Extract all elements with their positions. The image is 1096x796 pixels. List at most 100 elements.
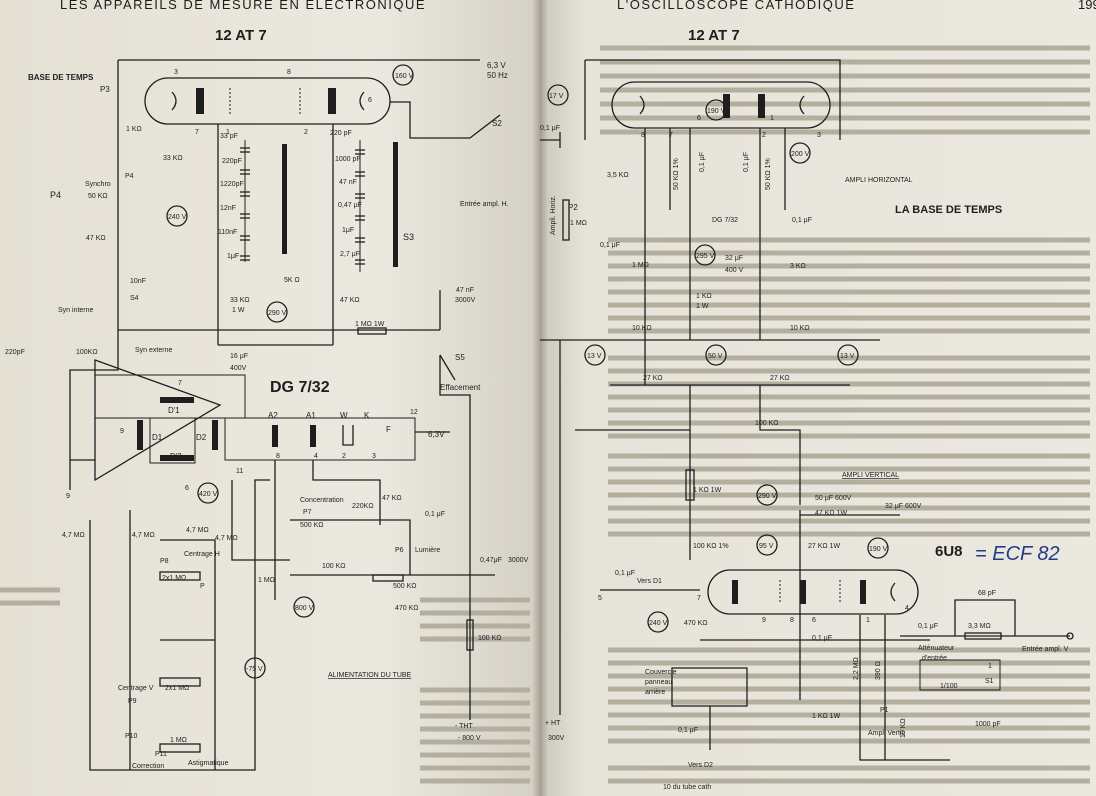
- component-label: P4: [125, 173, 134, 180]
- component-label: 470 KΩ: [684, 620, 708, 627]
- voltage-label: 295 V: [696, 253, 715, 260]
- supply-voltage-label: 6,3 V: [487, 61, 506, 70]
- electrode-label: A1: [306, 411, 316, 420]
- component-label: 3,3 MΩ: [968, 623, 991, 630]
- component-label: Vers D1: [637, 578, 662, 585]
- switch-s2: [469, 114, 501, 139]
- component-label: 3000V: [455, 297, 476, 304]
- pin-label: 1: [226, 129, 230, 136]
- component-label: 0,1 μF: [918, 623, 938, 630]
- component-label: 1 KΩ: [696, 293, 712, 300]
- switch-label: S2: [492, 119, 502, 128]
- component-label: 50 μF 600V: [815, 495, 852, 502]
- component-label: Astigmatique: [188, 760, 229, 767]
- deflection-plate: [160, 397, 194, 403]
- wire: [290, 519, 411, 575]
- component-label: 390 Ω: [875, 661, 882, 680]
- pin-label: 1: [866, 617, 870, 624]
- pin-label: 2: [304, 129, 308, 136]
- component-label: 33 pF: [220, 133, 238, 140]
- component-label: 47 nF: [456, 287, 474, 294]
- pin-label: 1: [770, 115, 774, 122]
- tube-plate: [196, 88, 204, 114]
- component-label: S1: [985, 678, 994, 685]
- component-label: DG 7/32: [712, 217, 738, 224]
- component-label: 47 KΩ: [340, 297, 360, 304]
- component-label: 47 KΩ: [86, 235, 106, 242]
- component-label: 2x1 MΩ: [162, 575, 186, 582]
- voltage-label: 13 V: [840, 353, 855, 360]
- component-label: 1μF: [227, 253, 239, 260]
- component-label: Concentration: [300, 497, 344, 504]
- component-label: 0,47μF: [480, 557, 502, 564]
- pin-label: 12: [410, 409, 418, 416]
- component-label: 10 KΩ: [900, 718, 907, 738]
- component-label: Ampli Vertic: [868, 730, 905, 737]
- potentiometer: [159, 677, 201, 687]
- electrode-label: W: [340, 411, 348, 420]
- section-heading: LA BASE DE TEMPS: [895, 204, 1002, 216]
- component-label: 220KΩ: [352, 503, 374, 510]
- component-label: Correction: [132, 763, 164, 770]
- component-label: Couvercle: [645, 669, 677, 676]
- component-label: 47 nF: [339, 179, 357, 186]
- component-label: 1μF: [342, 227, 354, 234]
- left-tube-title: 12 AT 7: [215, 27, 267, 44]
- wire: [69, 345, 119, 460]
- component-label: 32 μF 600V: [885, 503, 922, 510]
- component-label: D1: [152, 433, 163, 442]
- voltage-marker: [266, 301, 288, 323]
- component-label: P10: [125, 733, 138, 740]
- component-label: P4: [50, 190, 61, 200]
- component-label: 220 pF: [330, 130, 352, 137]
- pin-label: 9: [66, 493, 70, 500]
- tube-plate: [328, 88, 336, 114]
- left-schematic: 12 AT 7 BASE DE TEMPS 3 8 6 7 1 2 160 V …: [5, 27, 529, 771]
- component-label: 32 μF: [725, 255, 743, 262]
- component-label: S4: [130, 295, 139, 302]
- component-label: 4,7 MΩ: [215, 535, 238, 542]
- pin-label: 8: [641, 132, 645, 139]
- component-label: P7: [303, 509, 312, 516]
- component-label: P3: [100, 85, 110, 94]
- crt-deflector-box: [149, 417, 196, 464]
- voltage-label: 420 V: [199, 491, 218, 498]
- component-label: 100 KΩ: [322, 563, 346, 570]
- pin-label: 3: [817, 132, 821, 139]
- pin-label: 8: [790, 617, 794, 624]
- component-label: D'1: [168, 406, 180, 415]
- electrode-label: K: [364, 411, 370, 420]
- component-label: 10 du tube cath: [663, 784, 711, 791]
- component-label: 50 KΩ 1%: [673, 158, 680, 190]
- component-label: 16 μF: [230, 353, 248, 360]
- component-label: 400 V: [725, 267, 744, 274]
- capacitor-ladder-right: [355, 140, 398, 272]
- component-label: 50 KΩ: [88, 193, 108, 200]
- component-label: 3000V: [508, 557, 529, 564]
- pin-label: 6: [812, 617, 816, 624]
- component-label: 4,7 MΩ: [132, 532, 155, 539]
- voltage-label: 190 V: [869, 546, 888, 553]
- attenuator-box: [919, 659, 1001, 691]
- component-label: Atténuateur: [918, 645, 955, 652]
- component-label: 500 KΩ: [393, 583, 417, 590]
- component-label: d'entrée: [922, 655, 947, 662]
- pin-label: 6: [368, 97, 372, 104]
- component-label: 1 W: [232, 307, 245, 314]
- component-label: - 800 V: [458, 735, 481, 742]
- component-label: 33 KΩ: [230, 297, 250, 304]
- component-label: 10nF: [130, 278, 146, 285]
- component-label: 27 KΩ 1W: [808, 543, 840, 550]
- component-label: Centrage V: [118, 685, 154, 692]
- left-tube-envelope: [144, 77, 391, 125]
- voltage-label: 200 V: [791, 151, 810, 158]
- component-label: 10 KΩ: [790, 325, 810, 332]
- crt-electrode-box: [224, 417, 416, 461]
- pin-label: 9: [120, 428, 124, 435]
- left-running-head: LES APPAREILS DE MESURE EN ELECTRONIQUE: [60, 0, 427, 12]
- component-label: - THT: [455, 723, 473, 730]
- potentiometer: [562, 199, 570, 241]
- component-label: 1 MΩ: [632, 262, 649, 269]
- component-label: 33 KΩ: [163, 155, 183, 162]
- resistor: [357, 327, 387, 335]
